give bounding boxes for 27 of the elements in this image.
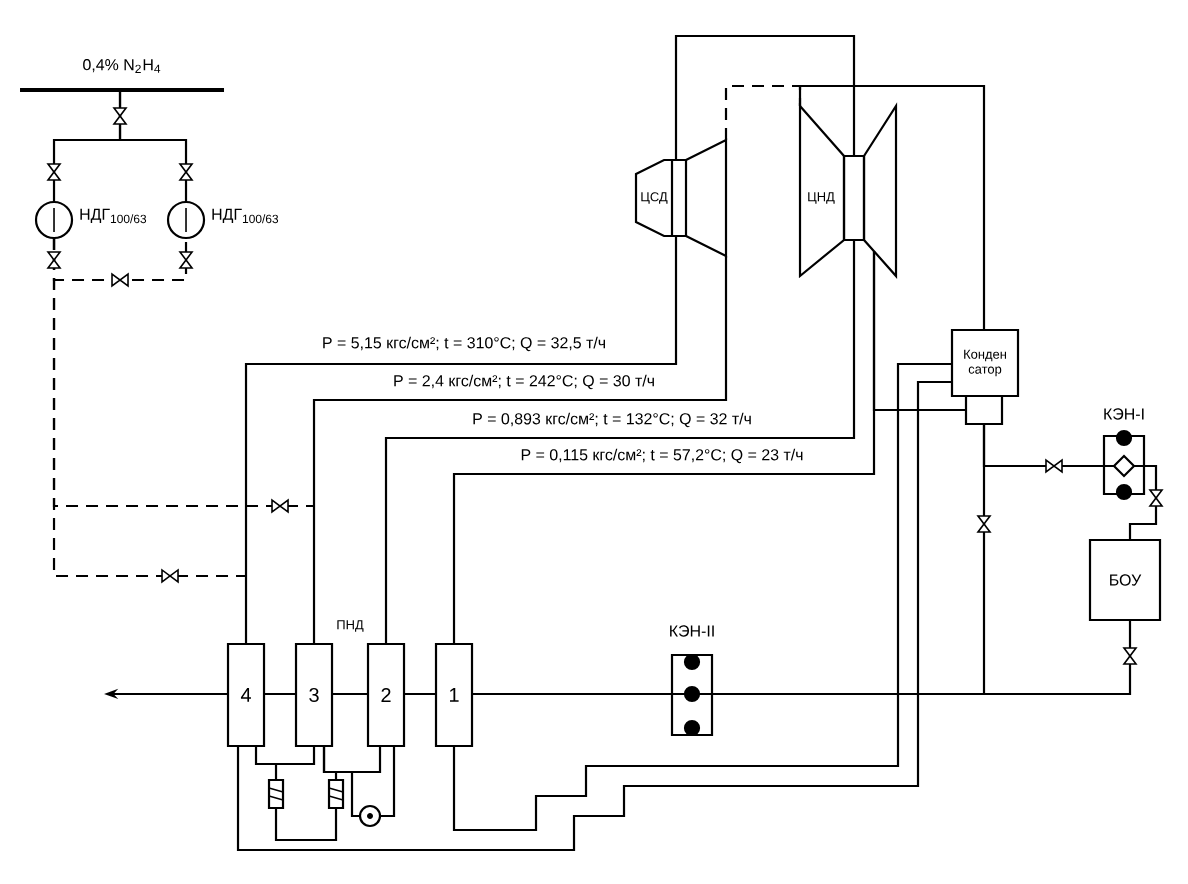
pipe-line: [52, 238, 246, 578]
pipe-line: [312, 256, 728, 644]
pipe-line: [244, 236, 678, 644]
pipe-line: [332, 692, 368, 696]
pipe-line: [1128, 464, 1158, 540]
heater-box: 3: [294, 642, 334, 748]
pipe-line: [254, 746, 316, 766]
pipe-line: [712, 620, 1132, 696]
pipe-line: [724, 84, 802, 140]
pipe-line: [118, 92, 188, 202]
pipe-line: [322, 746, 360, 818]
pipe-line: [404, 692, 436, 696]
pipe-line: [52, 238, 188, 282]
heater-box: 2: [366, 642, 406, 748]
pipe-line: [982, 424, 986, 694]
pipe-line: [264, 692, 296, 696]
pipe-line: [674, 34, 856, 160]
pipe-line: [380, 746, 396, 818]
heater-box: 4: [226, 642, 266, 748]
pipe-line: [452, 251, 876, 644]
pipe-line: [798, 84, 986, 330]
pipe-line: [384, 240, 856, 644]
heater-box: 1: [434, 642, 474, 748]
pipe-line: [452, 362, 952, 832]
pump-symbol: [358, 804, 382, 828]
pipe-line: [236, 380, 952, 852]
pipe-line: [472, 692, 672, 696]
